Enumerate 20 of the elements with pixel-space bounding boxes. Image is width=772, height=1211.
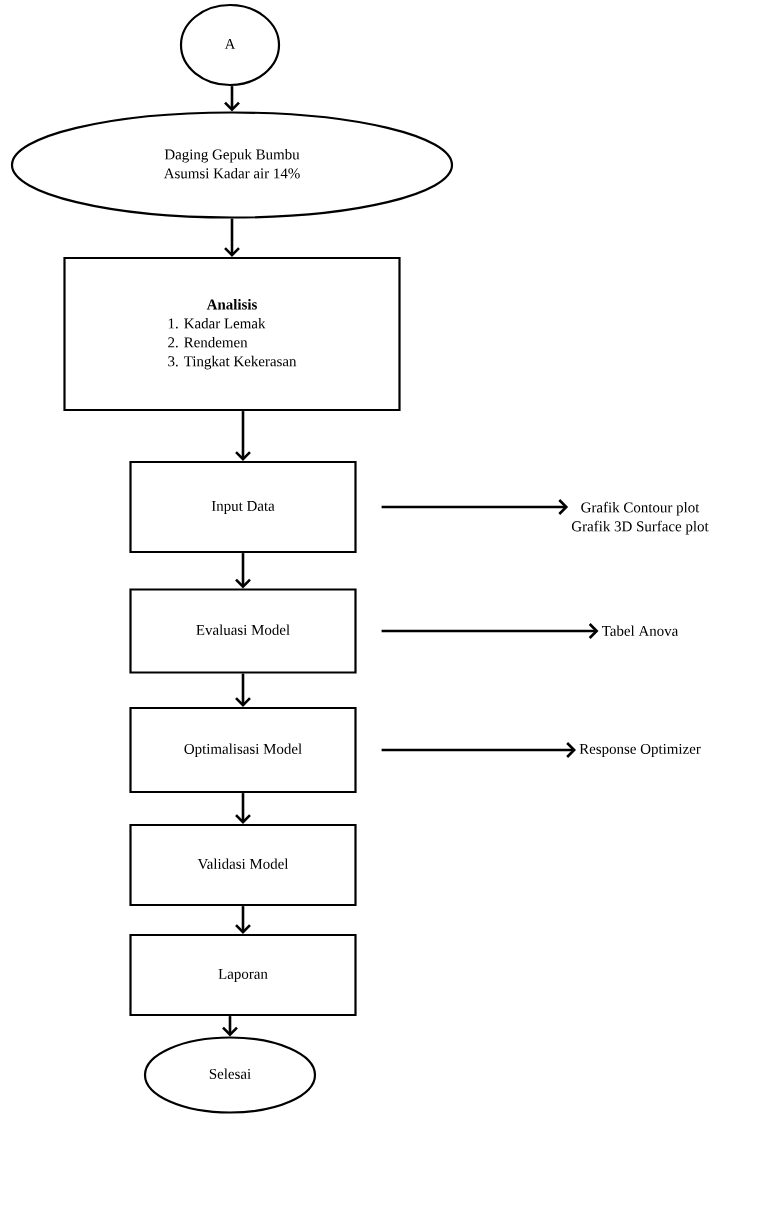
arrow	[235, 411, 251, 461]
arrow	[381, 499, 569, 515]
arrow	[235, 673, 251, 707]
process-box: Analisis 1. Kadar Lemak 2. Rendemen 3. Tingkat Kekerasan	[63, 256, 401, 412]
arrow	[381, 623, 599, 639]
output-text: Response Optimizer	[579, 743, 701, 757]
process-box: Validasi Model	[129, 823, 357, 907]
process-box: Evaluasi Model	[129, 588, 357, 674]
arrow	[381, 742, 576, 758]
process-box: Laporan	[129, 933, 357, 1017]
arrow	[235, 906, 251, 934]
output-text: Tabel Anova	[602, 625, 679, 636]
output-text: Grafik Contour plot Grafik 3D Surface plot	[571, 501, 709, 535]
arrow	[235, 793, 251, 824]
arrow	[222, 1016, 238, 1037]
process-box: Optimalisasi Model	[129, 706, 357, 794]
arrow	[224, 86, 240, 112]
process-box: Input Data	[129, 460, 357, 554]
arrow	[224, 218, 240, 257]
arrow	[235, 553, 251, 589]
